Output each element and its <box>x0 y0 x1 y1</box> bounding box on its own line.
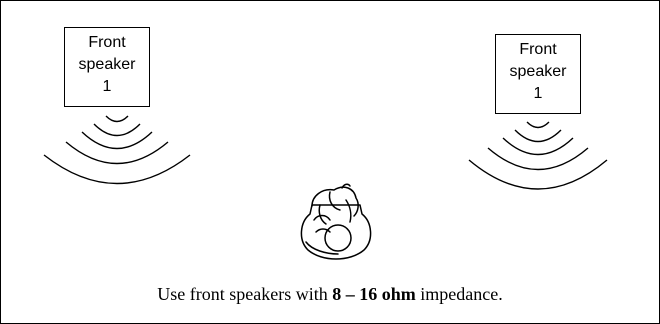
speaker-label-line3: 1 <box>102 78 112 95</box>
caption-impedance-value: 8 – 16 ohm <box>332 284 416 304</box>
front-speaker-right: Front speaker 1 <box>495 34 581 114</box>
impedance-caption: Use front speakers with 8 – 16 ohm imped… <box>0 284 660 305</box>
caption-prefix: Use front speakers with <box>157 284 333 304</box>
speaker-label-line2: speaker <box>78 56 136 73</box>
speaker-label-line2: speaker <box>509 63 567 80</box>
speaker-label-line1: Front <box>519 41 557 58</box>
speaker-label-line1: Front <box>88 34 126 51</box>
sound-waves-icon <box>468 121 608 190</box>
front-speaker-left: Front speaker 1 <box>64 27 150 107</box>
sound-waves-icon <box>43 115 191 185</box>
speaker-label-line3: 1 <box>533 85 543 102</box>
caption-suffix: impedance. <box>415 284 503 304</box>
listener-icon <box>300 183 372 260</box>
